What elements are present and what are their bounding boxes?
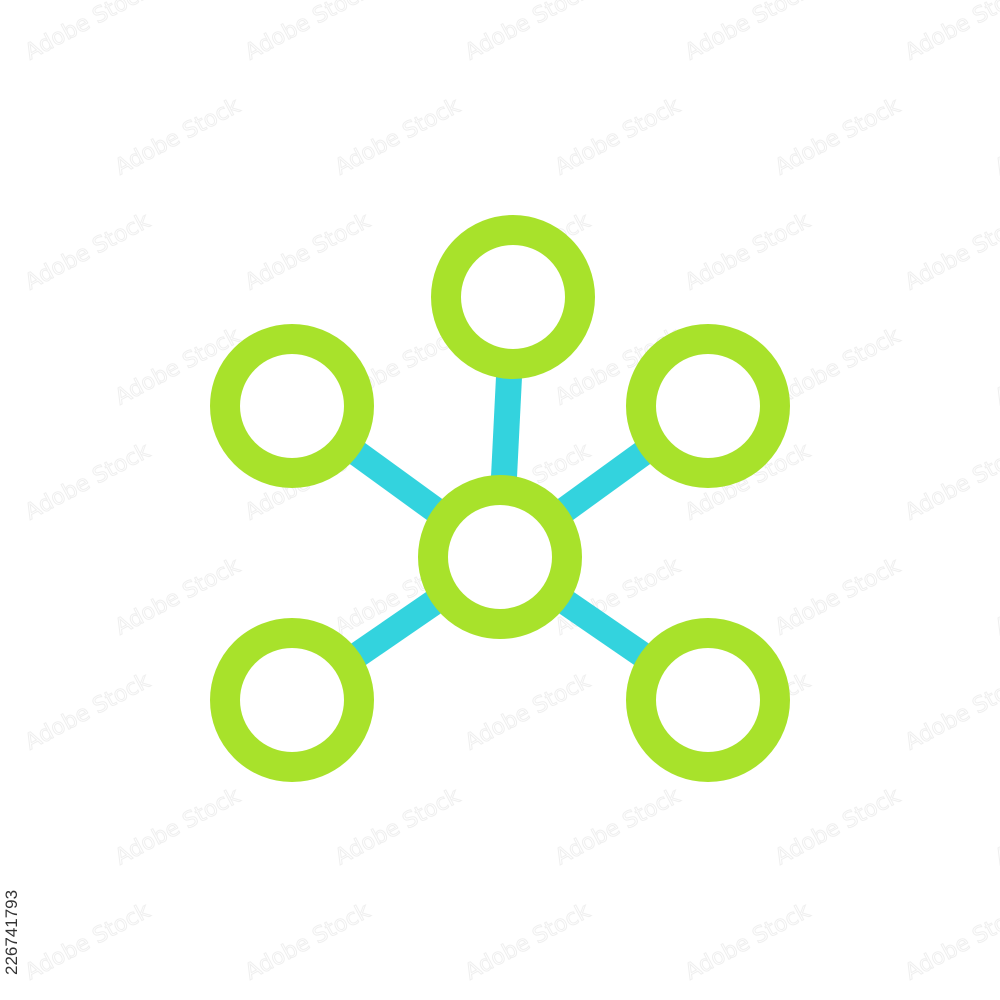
node-upper-left — [210, 324, 374, 488]
node-lower-right — [626, 618, 790, 782]
node-lower-left — [210, 618, 374, 782]
node-top — [431, 215, 595, 379]
node-rings — [210, 215, 790, 782]
stock-id-label: 226741793 — [2, 889, 21, 975]
node-upper-right — [626, 324, 790, 488]
node-center — [418, 475, 582, 639]
